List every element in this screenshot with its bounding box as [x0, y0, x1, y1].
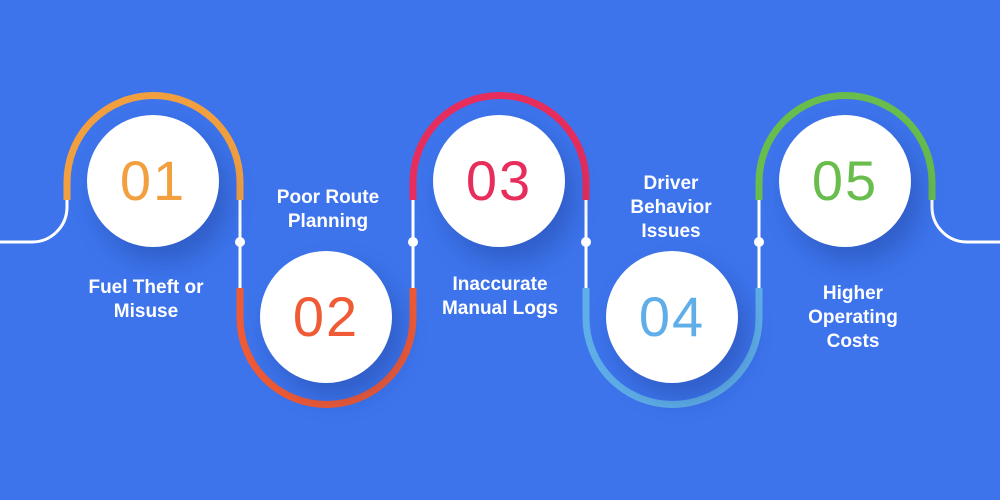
step-5-number: 05: [811, 149, 879, 212]
step-3-label-line-2: Manual Logs: [441, 298, 559, 319]
step-2-number: 02: [292, 285, 360, 348]
step-5-label-line-2: Operating: [808, 307, 898, 328]
step-1-label: Fuel Theft or Misuse: [56, 276, 236, 324]
step-3-label-line-1: Inaccurate: [452, 274, 548, 295]
connector-dot-4: [754, 237, 764, 247]
step-2-label-line-2: Planning: [287, 211, 369, 232]
step-3-circle: 03: [433, 115, 565, 247]
step-5-label: Higher Operating Costs: [763, 282, 943, 354]
step-1-label-line-1: Fuel Theft or: [88, 277, 204, 298]
step-3-number: 03: [465, 149, 533, 212]
step-2-label-line-1: Poor Route: [276, 187, 380, 208]
step-4-label-line-3: Issues: [641, 221, 701, 242]
step-5-arc: [755, 92, 936, 200]
step-1-label-line-2: Misuse: [113, 301, 179, 322]
step-4-arc: [582, 288, 763, 408]
step-2-arc: [236, 288, 417, 408]
step-1-number: 01: [119, 149, 187, 212]
step-4-label: Driver Behavior Issues: [581, 172, 761, 244]
step-2-label: Poor Route Planning: [238, 186, 418, 234]
step-5-label-line-3: Costs: [826, 331, 880, 352]
connector-dot-3: [581, 237, 591, 247]
step-1-circle: 01: [87, 115, 219, 247]
step-4-label-line-2: Behavior: [630, 197, 712, 218]
step-1-arc: [63, 92, 244, 200]
step-2-circle: 02: [260, 251, 392, 383]
step-4-circle: 04: [606, 251, 738, 383]
step-5-circle: 05: [779, 115, 911, 247]
connector-dot-2: [408, 237, 418, 247]
step-5-label-line-1: Higher: [822, 283, 884, 304]
step-3-arc: [409, 92, 590, 200]
connector-dot-1: [235, 237, 245, 247]
step-4-label-line-1: Driver: [643, 173, 699, 194]
step-4-number: 04: [638, 285, 706, 348]
step-3-label: Inaccurate Manual Logs: [410, 273, 590, 321]
